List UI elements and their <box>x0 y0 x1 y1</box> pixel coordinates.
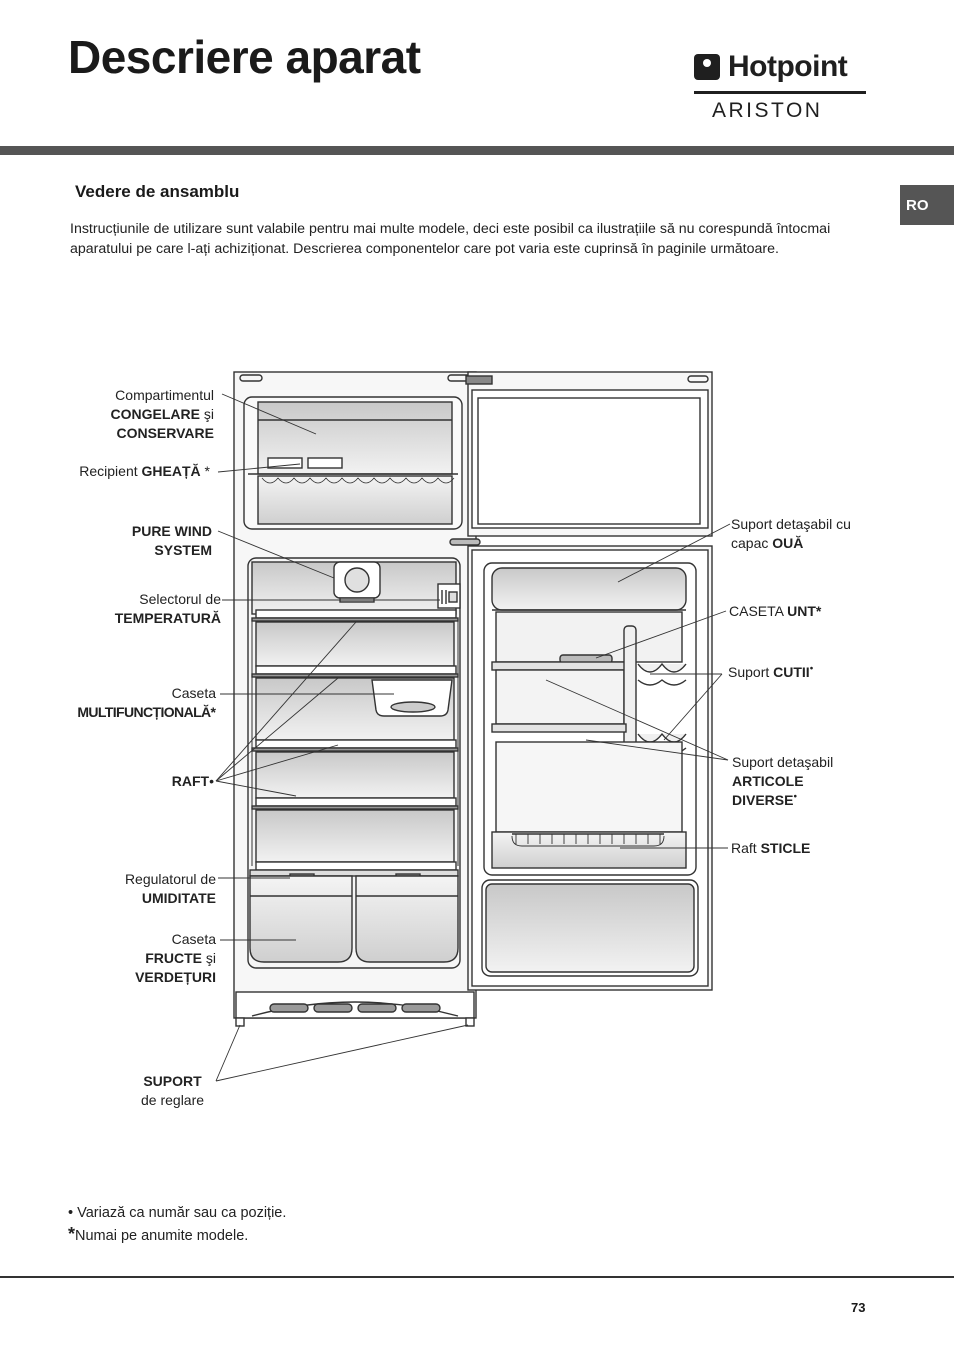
intro-text: Instrucțiunile de utilizare sunt valabil… <box>70 221 831 257</box>
label-butter-box: CASETA UNT* <box>729 603 822 619</box>
logo-sub: ARISTON <box>712 99 823 122</box>
label-misc-holder: Suport detaşabil ARTICOLE DIVERSE• <box>732 754 834 808</box>
label-can-holder: Suport CUTII• <box>728 663 814 680</box>
brand-logo: Hotpoint ARISTON <box>694 52 870 124</box>
logo-mark-icon <box>694 54 720 80</box>
crisper-drawer-right <box>355 875 459 963</box>
header-band <box>0 146 954 155</box>
label-egg-holder: Suport detaşabil cu capac OUĂ <box>731 516 851 551</box>
language-tab: RO <box>900 185 954 225</box>
label-adjustable-feet: SUPORT de reglare <box>141 1073 205 1108</box>
label-temperature: Selectorul de TEMPERATURĂ <box>114 591 221 626</box>
ice-tray <box>267 457 303 469</box>
door-shelf-1 <box>491 661 627 671</box>
label-fruit-drawer: Caseta FRUCTE şi VERDEȚURI <box>135 931 216 985</box>
page-number: 73 <box>851 1300 866 1315</box>
foot-left <box>235 1017 245 1027</box>
bottle-shelf <box>491 831 687 869</box>
door-shelf-2 <box>491 723 627 733</box>
foot-right <box>465 1017 475 1027</box>
shelf-3 <box>255 739 457 749</box>
shelf-2 <box>255 665 457 675</box>
logo-rule <box>694 91 866 94</box>
logo-brand: Hotpoint <box>728 50 848 83</box>
egg-holder <box>491 567 687 611</box>
shelf-1 <box>255 609 457 619</box>
shelf-4 <box>255 797 457 807</box>
label-multifunction: Caseta MULTIFUNCȚIONALĂ* <box>77 685 216 720</box>
label-pure-wind: PURE WIND SYSTEM <box>131 523 212 558</box>
label-ice-tray: Recipient GHEAȚĂ * <box>79 463 210 479</box>
label-humidity: Regulatorul de UMIDITATE <box>124 871 216 906</box>
footnote-models: *Numai pe anumite modele. <box>68 1224 249 1244</box>
label-freezer-compartment: Compartimentul CONGELARE şi CONSERVARE <box>110 387 214 441</box>
section-heading: Vedere de ansamblu <box>75 182 240 201</box>
page-title: Descriere aparat <box>68 31 421 83</box>
footer-rule <box>0 1276 954 1278</box>
footnote-variation: • Variază ca număr sau ca poziție. <box>68 1205 287 1221</box>
crisper-drawer-left <box>249 875 353 963</box>
label-shelf: RAFT• <box>171 773 214 789</box>
can-holder-upper <box>637 662 687 673</box>
label-bottle-shelf: Raft STICLE <box>731 840 811 856</box>
